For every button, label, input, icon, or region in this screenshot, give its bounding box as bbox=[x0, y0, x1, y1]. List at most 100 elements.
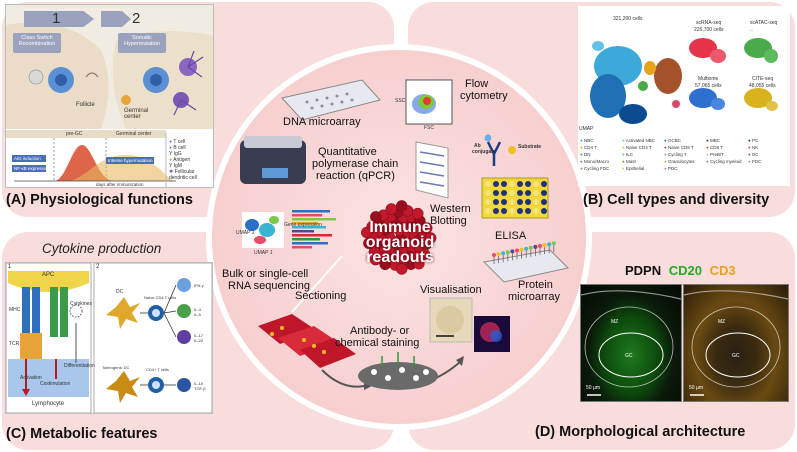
panel-c-lymphocyte: Lymphocyte bbox=[32, 401, 65, 407]
panel-a-legend-item: B cell bbox=[173, 145, 186, 151]
panel-a-left-box2: NF-κB expression bbox=[14, 166, 50, 171]
panel-d-mz-left: MZ bbox=[611, 319, 619, 325]
panel-b-multiome-n: 57,065 cells bbox=[695, 83, 722, 89]
label-umap-y: UMAP 2 bbox=[236, 230, 255, 236]
panel-b-legend-grid: ● NBC● Activated NBC● GCBC● MBC● PC● CD4… bbox=[580, 138, 790, 173]
panel-b-scatac: scATAC-seq bbox=[750, 20, 778, 26]
panel-c-title: Cytokine production bbox=[42, 241, 162, 256]
protein-spot bbox=[528, 245, 533, 250]
molecule-sphere bbox=[412, 207, 424, 220]
panel-b-legend-item: ● CD4 T bbox=[580, 145, 597, 150]
center-illustrations bbox=[240, 79, 570, 390]
panel-a-legend-item: Follicular dendritic cell bbox=[169, 169, 197, 181]
panel-d-mz-right: MZ bbox=[718, 319, 726, 325]
protein-spot bbox=[542, 243, 547, 248]
panel-b-legend-item: ● Activated NBC bbox=[622, 138, 655, 143]
panel-a-legend-item: T cell bbox=[173, 139, 186, 145]
label-rna-2: RNA sequencing bbox=[228, 280, 310, 292]
molecule-sphere bbox=[420, 222, 433, 234]
panel-a-left-box: AID induction bbox=[14, 156, 41, 161]
elisa-well bbox=[525, 190, 531, 196]
panel-b-legend-item: ● Naive CD4 T bbox=[622, 145, 652, 150]
label-ab-2: conjugate bbox=[472, 149, 496, 155]
elisa-well bbox=[509, 208, 515, 214]
panel-d-legend-cd20: CD20 bbox=[668, 263, 702, 278]
panel-c-out-4: IL-10 TGF-β bbox=[194, 381, 206, 391]
molecule-sphere bbox=[418, 248, 431, 261]
elisa-well bbox=[501, 199, 507, 205]
panel-b-legend-item: ● CD8 T bbox=[706, 145, 723, 150]
panel-a-step2-arrow bbox=[101, 11, 131, 27]
panel-c-differentiation: Differentiation bbox=[64, 363, 95, 369]
panel-b-legend-item: ● NK bbox=[748, 145, 759, 150]
panel-c-tolerogenic: Tolerogenic DC bbox=[102, 365, 130, 370]
molecule-sphere bbox=[379, 258, 391, 271]
elisa-well bbox=[525, 181, 531, 187]
panel-a-step1-arrow bbox=[24, 11, 94, 27]
panel-b-legend-item: ● Mast bbox=[622, 159, 636, 164]
caption-b: (B) Cell types and diversity bbox=[583, 192, 770, 208]
panel-c-dc: DC bbox=[116, 289, 124, 295]
panel-a-legend: ● T cell ● B cell Y IgG ● Antigen Y IgM … bbox=[169, 139, 197, 181]
panel-b-count-main: 321,200 cells bbox=[613, 16, 643, 22]
panel-c-tcr: TCR bbox=[9, 341, 20, 347]
panel-b-multiome: Multiome bbox=[698, 76, 719, 82]
label-protein-1: Protein bbox=[518, 279, 553, 291]
panel-c-step1: 1 bbox=[8, 264, 12, 270]
center-title-line2: organoid bbox=[365, 234, 435, 251]
molecule-sphere bbox=[385, 203, 398, 215]
panel-d-legend: PDPN CD20 CD3 bbox=[625, 263, 736, 278]
panel-d-left-overlay bbox=[581, 290, 681, 396]
molecule-sphere bbox=[369, 253, 382, 266]
elisa-well bbox=[493, 190, 499, 196]
elisa-wells bbox=[485, 181, 547, 214]
elisa-well bbox=[509, 199, 515, 205]
label-staining-1: Antibody- or bbox=[350, 325, 410, 337]
panel-c-illustration bbox=[6, 263, 212, 413]
panel-a-csr: Class Switch Recombination bbox=[18, 35, 56, 47]
protein-spots bbox=[492, 241, 556, 264]
panel-a-csr-box bbox=[13, 33, 61, 53]
elisa-well bbox=[509, 181, 515, 187]
elisa-well bbox=[533, 181, 539, 187]
panel-b-legend-item: ● PC bbox=[748, 138, 759, 143]
elisa-well bbox=[493, 181, 499, 187]
panel-b-legend-item: ● Cycling FDC bbox=[580, 166, 610, 171]
panel-a-germinal: Germinal center bbox=[124, 108, 149, 120]
panel-b-cite: CITE-seq bbox=[752, 76, 774, 82]
rna-bar bbox=[292, 234, 332, 237]
panel-a-step1: 1 bbox=[52, 10, 61, 27]
panel-b-scrna-n: 226,700 cells bbox=[694, 27, 724, 33]
elisa-well bbox=[493, 208, 499, 214]
protein-spot bbox=[501, 251, 506, 256]
panel-b-legend-item: ● Mono/Macro bbox=[580, 159, 609, 164]
label-protein-2: microarray bbox=[508, 291, 560, 303]
panel-b-legend-item: ● PDC bbox=[664, 166, 678, 171]
label-visualisation: Visualisation bbox=[420, 284, 482, 296]
rna-bar bbox=[292, 218, 336, 221]
protein-spot bbox=[492, 253, 496, 257]
panel-b-scatac-n: .. bbox=[750, 27, 753, 33]
elisa-well bbox=[517, 199, 523, 205]
elisa-well bbox=[533, 199, 539, 205]
protein-spot bbox=[524, 246, 529, 251]
panel-d-right-overlay bbox=[684, 290, 788, 396]
panel-b-legend-item: ● DN bbox=[580, 152, 591, 157]
protein-spot bbox=[496, 252, 501, 257]
molecule-sphere bbox=[360, 226, 373, 239]
rna-bar bbox=[292, 222, 318, 225]
protein-spot bbox=[533, 244, 538, 249]
label-umap-x: UMAP 1 bbox=[254, 250, 273, 256]
panel-b-legend: ● NBC● Activated NBC● GCBC● MBC● PC● CD4… bbox=[580, 138, 790, 186]
molecule-sphere bbox=[395, 263, 408, 275]
panel-a-gc: Germinal center bbox=[116, 131, 152, 137]
elisa-well bbox=[493, 199, 499, 205]
elisa-well bbox=[509, 190, 515, 196]
elisa-well bbox=[485, 199, 491, 205]
caption-a: (A) Physiological functions bbox=[6, 192, 193, 208]
elisa-well bbox=[533, 208, 539, 214]
panel-b-axis: UMAP bbox=[579, 126, 594, 132]
elisa-well bbox=[485, 190, 491, 196]
label-qpcr-3: reaction (qPCR) bbox=[316, 170, 395, 182]
panel-c-step2: 2 bbox=[96, 264, 100, 270]
